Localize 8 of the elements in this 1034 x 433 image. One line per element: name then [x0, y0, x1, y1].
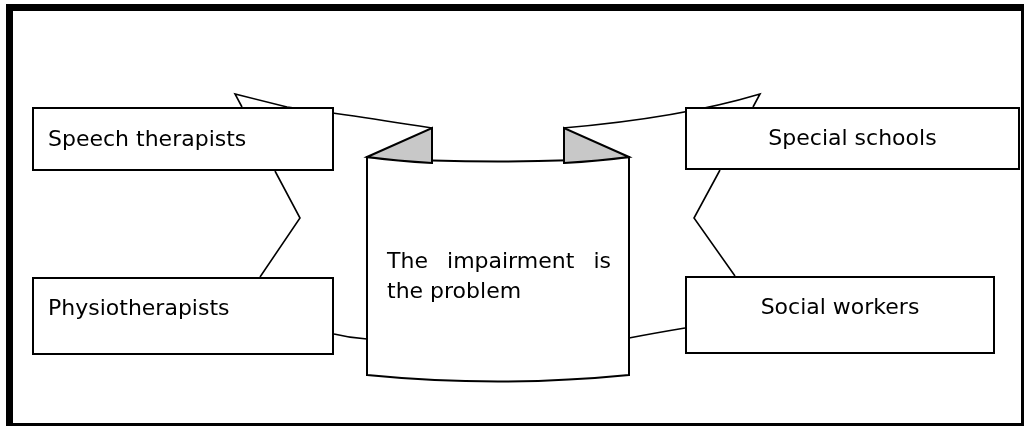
box-label: Physiotherapists — [48, 295, 230, 322]
box-label: Social workers — [760, 294, 920, 321]
role-box — [32, 107, 334, 171]
box-label: Speech therapists — [48, 125, 247, 153]
role-box — [685, 276, 995, 354]
box-label: Special schools — [768, 125, 937, 152]
role-box — [32, 277, 334, 355]
role-box — [685, 107, 1020, 170]
